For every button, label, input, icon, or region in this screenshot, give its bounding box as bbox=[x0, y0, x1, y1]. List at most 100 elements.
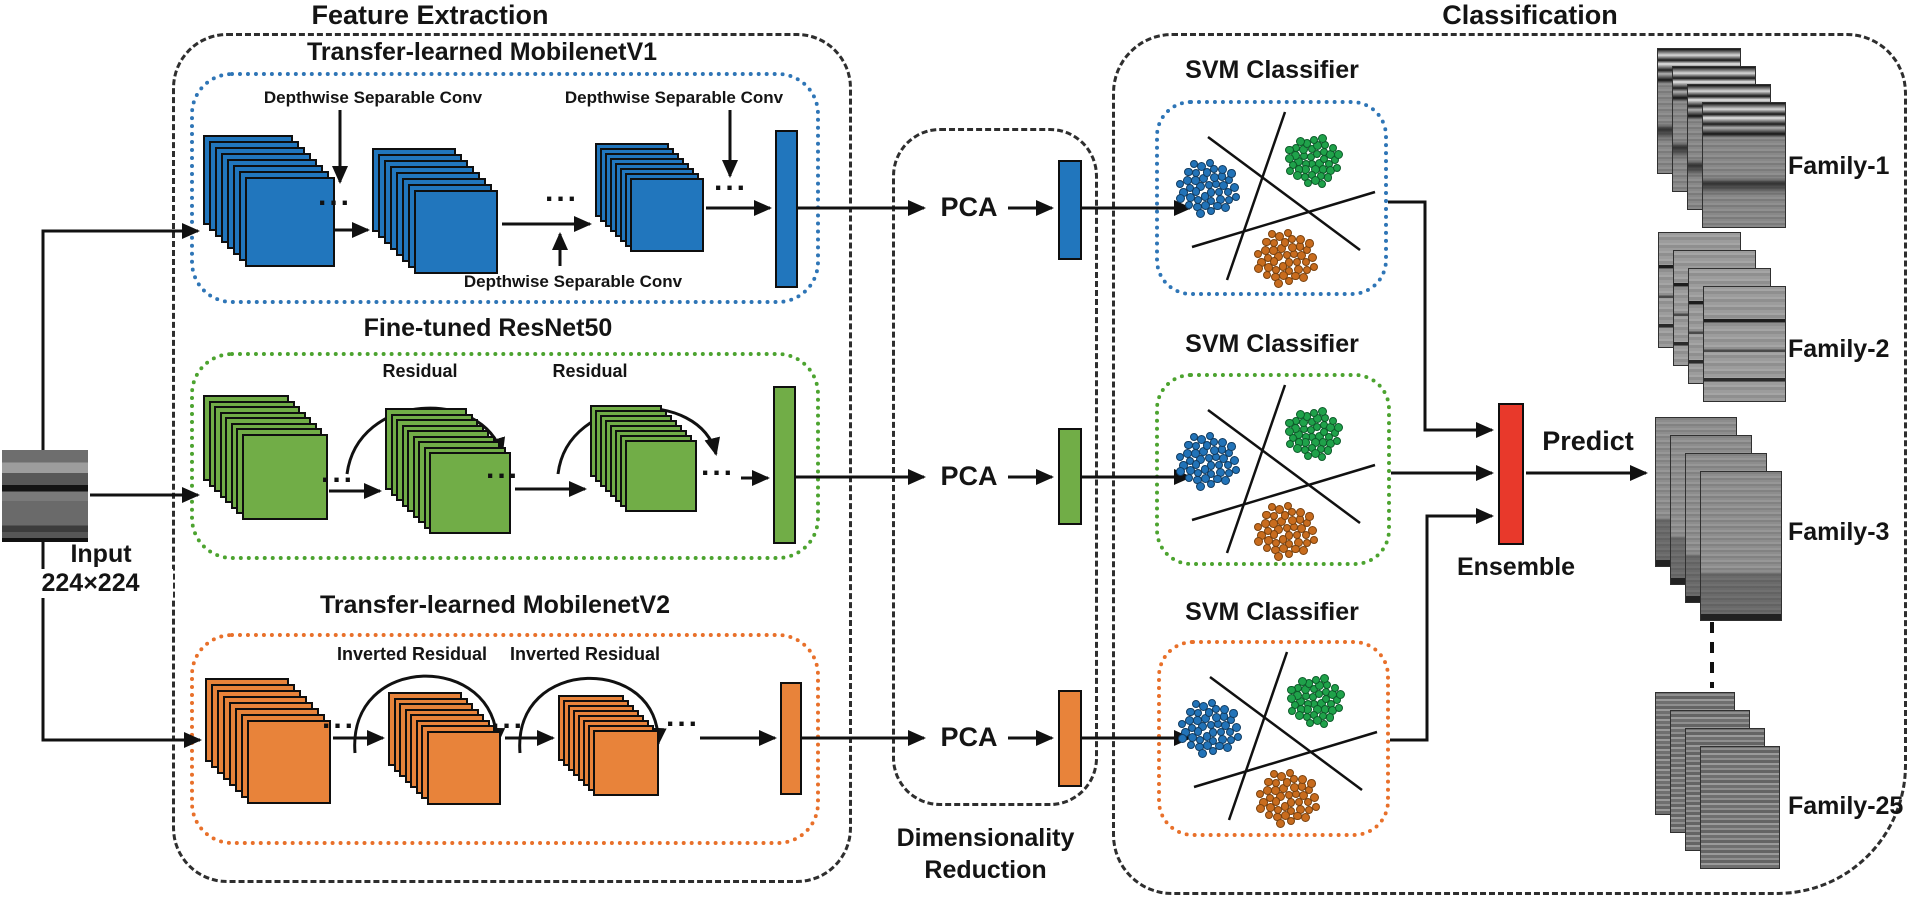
scatter-dot-orange bbox=[1271, 786, 1280, 795]
scatter-dot-orange bbox=[1288, 235, 1297, 244]
scatter-dot-blue bbox=[1196, 209, 1206, 219]
scatter-dot-blue bbox=[1222, 743, 1232, 753]
scatter-dot-orange bbox=[1285, 266, 1294, 275]
svm-title-3: SVM Classifier bbox=[1185, 598, 1359, 626]
scatter-dot-green bbox=[1309, 408, 1318, 417]
scatter-dot-orange bbox=[1298, 273, 1308, 283]
scatter-dot-orange bbox=[1264, 810, 1273, 819]
conv-layer bbox=[414, 190, 498, 274]
scatter-dot-blue bbox=[1231, 192, 1241, 202]
svm-box-2 bbox=[1155, 373, 1391, 566]
scatter-dot-blue bbox=[1193, 716, 1202, 725]
scatter-dot-orange bbox=[1305, 512, 1314, 521]
scatter-dot-orange bbox=[1262, 543, 1271, 552]
feature-extraction-title: Feature Extraction bbox=[311, 0, 549, 30]
family-sample-image bbox=[1702, 102, 1786, 228]
scatter-dot-orange bbox=[1279, 271, 1289, 281]
family-25-label: Family-25 bbox=[1788, 792, 1904, 820]
scatter-dot-blue bbox=[1221, 721, 1231, 731]
family-1-label: Family-1 bbox=[1788, 152, 1890, 180]
scatter-dot-blue bbox=[1182, 448, 1192, 458]
scatter-dot-orange bbox=[1307, 253, 1317, 263]
scatter-dot-blue bbox=[1227, 442, 1236, 451]
scatter-dot-blue bbox=[1231, 465, 1241, 475]
family-2-label: Family-2 bbox=[1788, 335, 1890, 363]
scatter-dot-blue bbox=[1203, 741, 1213, 751]
conv-layer bbox=[630, 178, 704, 252]
scatter-dot-blue bbox=[1190, 160, 1199, 169]
scatter-dot-green bbox=[1318, 407, 1328, 417]
scatter-dot-orange bbox=[1262, 270, 1271, 279]
conv-layer bbox=[245, 177, 335, 267]
scatter-dot-blue bbox=[1207, 469, 1216, 478]
scatter-dot-blue bbox=[1191, 460, 1201, 469]
scatter-dot-orange bbox=[1281, 811, 1291, 821]
feature-vector-resnet50 bbox=[773, 386, 796, 544]
scatter-dot-blue bbox=[1191, 449, 1200, 458]
mobilenetv2-title: Transfer-learned MobilenetV2 bbox=[319, 591, 671, 619]
resnet50-title: Fine-tuned ResNet50 bbox=[363, 314, 613, 342]
mobilenetv1-box bbox=[190, 72, 820, 304]
feature-extraction-box bbox=[172, 33, 852, 883]
scatter-dot-orange bbox=[1260, 245, 1270, 255]
conv-layer bbox=[241, 433, 328, 520]
scatter-dot-blue bbox=[1220, 203, 1230, 213]
pca-label-2: PCA bbox=[940, 461, 998, 491]
scatter-dot-blue bbox=[1176, 467, 1186, 477]
scatter-dot-green bbox=[1334, 150, 1344, 160]
scatter-dot-green bbox=[1303, 178, 1313, 188]
scatter-dot-green bbox=[1303, 451, 1313, 461]
scatter-dot-orange bbox=[1296, 507, 1306, 517]
scatter-dot-green bbox=[1333, 163, 1342, 172]
mobilenetv2-arrows bbox=[333, 674, 1192, 754]
scatter-dot-blue bbox=[1186, 707, 1195, 717]
pca-vector-mobilenetv2 bbox=[1058, 690, 1082, 787]
scatter-dot-orange bbox=[1309, 535, 1319, 545]
scatter-dot-blue bbox=[1176, 194, 1186, 204]
scatter-dot-orange bbox=[1260, 518, 1270, 528]
resnet50-box bbox=[190, 352, 820, 560]
scatter-dot-green bbox=[1286, 693, 1296, 703]
scatter-dot-orange bbox=[1271, 797, 1281, 806]
scatter-dot-orange bbox=[1287, 806, 1296, 815]
scatter-dot-blue bbox=[1178, 719, 1187, 728]
svm-title-2: SVM Classifier bbox=[1185, 330, 1359, 358]
scatter-dot-blue bbox=[1207, 698, 1217, 708]
ellipsis: ... bbox=[491, 702, 526, 735]
scatter-dot-orange bbox=[1298, 546, 1308, 556]
ellipsis: ... bbox=[318, 179, 353, 212]
depthwise-label-2: Depthwise Separable Conv bbox=[564, 88, 784, 107]
scatter-dot-green bbox=[1285, 439, 1295, 449]
scatter-dot-blue bbox=[1201, 474, 1211, 484]
scatter-dot-orange bbox=[1254, 249, 1263, 258]
scatter-dot-orange bbox=[1276, 772, 1286, 782]
scatter-dot-green bbox=[1334, 423, 1344, 433]
pca-vector-mobilenetv1 bbox=[1058, 160, 1082, 260]
scatter-dot-blue bbox=[1196, 435, 1206, 445]
scatter-dot-green bbox=[1320, 719, 1329, 728]
scatter-dot-orange bbox=[1270, 770, 1279, 779]
scatter-dot-blue bbox=[1219, 181, 1229, 191]
scatter-dot-blue bbox=[1176, 452, 1185, 461]
scatter-dot-orange bbox=[1290, 775, 1299, 784]
scatter-dot-orange bbox=[1288, 508, 1297, 517]
ellipsis: ... bbox=[321, 456, 356, 489]
scatter-dot-green bbox=[1325, 713, 1335, 722]
scatter-dot-blue bbox=[1198, 702, 1208, 712]
scatter-dot-blue bbox=[1198, 749, 1208, 759]
scatter-dot-green bbox=[1295, 136, 1305, 146]
scatter-dot-green bbox=[1284, 426, 1294, 436]
scatter-dot-blue bbox=[1205, 431, 1215, 441]
scatter-dot-green bbox=[1287, 685, 1296, 695]
scatter-dot-orange bbox=[1300, 813, 1310, 823]
scatter-dot-orange bbox=[1274, 505, 1284, 515]
svm-box-1 bbox=[1155, 100, 1388, 296]
depthwise-label-3: Depthwise Separable Conv bbox=[463, 272, 683, 291]
scatter-dot-green bbox=[1311, 675, 1320, 684]
scatter-dot-orange bbox=[1274, 232, 1284, 242]
scatter-dot-orange bbox=[1274, 279, 1284, 289]
scatter-dot-orange bbox=[1269, 530, 1279, 539]
mobilenetv1-title: Transfer-learned MobilenetV1 bbox=[306, 38, 658, 66]
ellipsis: ... bbox=[545, 175, 580, 208]
ensemble-arrows bbox=[1388, 200, 1648, 742]
